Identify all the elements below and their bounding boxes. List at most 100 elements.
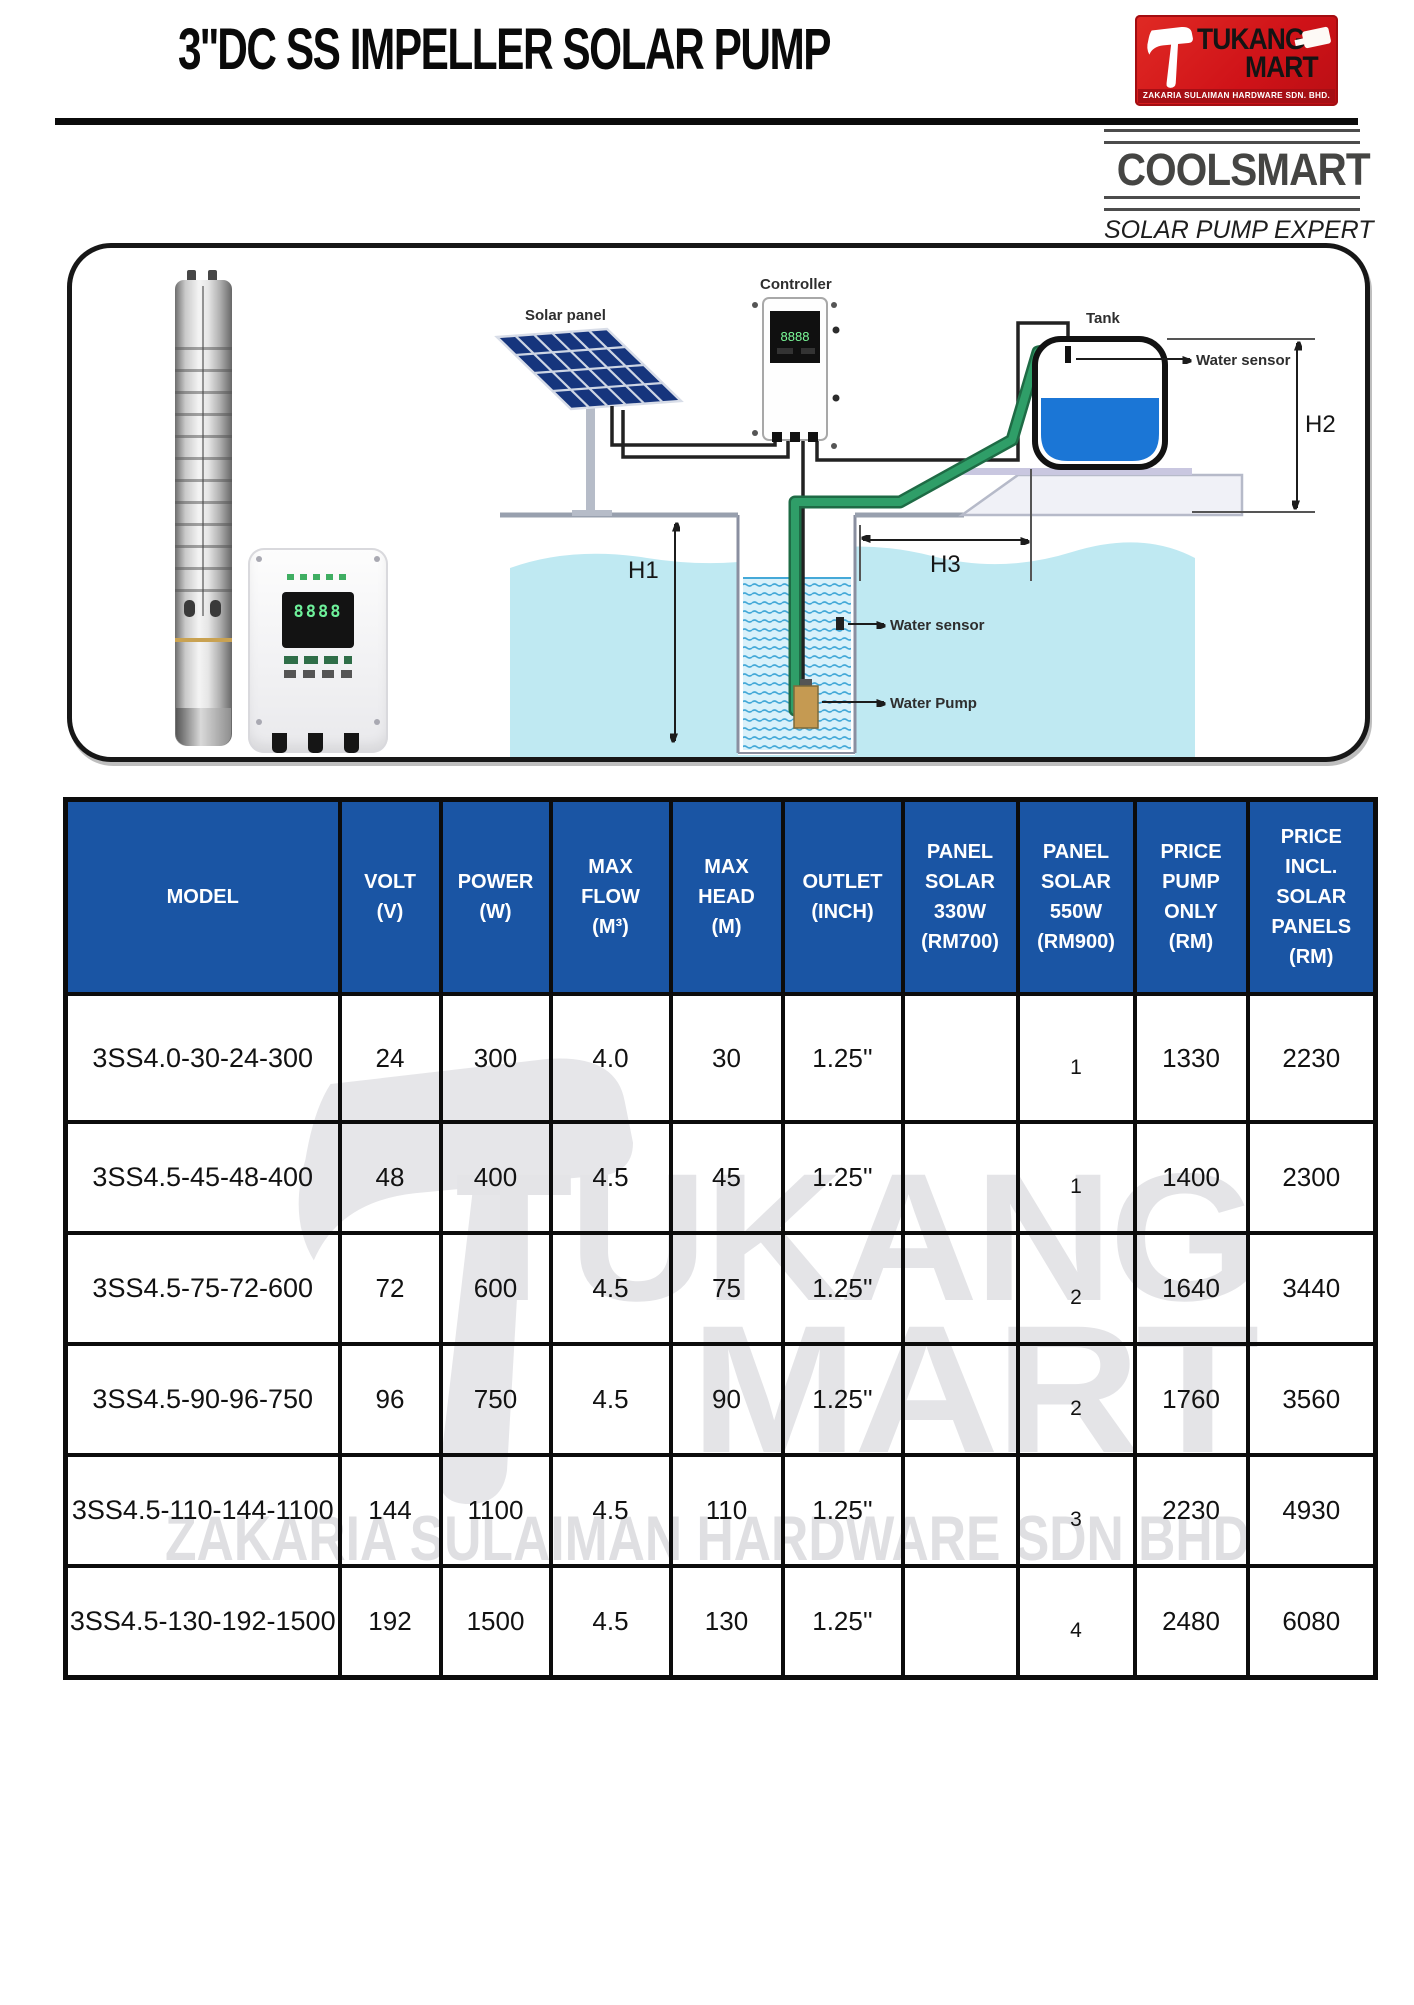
cell-panel-550: 2 — [1015, 1342, 1137, 1457]
tank-graphic — [1032, 336, 1168, 470]
h3-label: H3 — [930, 551, 961, 578]
table-row: 3SS4.5-75-72-600 72 600 4.5 75 1.25'' 2 … — [63, 1231, 1378, 1346]
cell-model: 3SS4.5-130-192-1500 — [63, 1564, 342, 1680]
solar-panel-label: Solar panel — [525, 307, 606, 324]
water-pump-label: Water Pump — [890, 695, 977, 712]
cell-price-incl: 3560 — [1245, 1342, 1378, 1457]
screw-icon — [256, 556, 262, 562]
pump-fitting — [187, 270, 196, 284]
cell-price-pump: 1640 — [1132, 1231, 1250, 1346]
title-underline — [55, 118, 1358, 125]
col-header-model: MODEL — [63, 797, 342, 996]
pump-motor-base — [176, 708, 231, 746]
cell-volt: 48 — [337, 1120, 443, 1235]
col-header-price-incl: PRICE INCL. SOLAR PANELS (RM) — [1245, 797, 1378, 996]
pump-product-photo — [175, 270, 232, 746]
cell-model: 3SS4.5-90-96-750 — [63, 1342, 342, 1457]
cell-price-incl: 2230 — [1245, 992, 1378, 1124]
cell-power: 1500 — [438, 1564, 553, 1680]
coolsmart-rule-top — [1104, 129, 1360, 144]
cell-power: 750 — [438, 1342, 553, 1457]
table-row: 3SS4.5-130-192-1500 192 1500 4.5 130 1.2… — [63, 1564, 1378, 1680]
cell-max-head: 130 — [668, 1564, 785, 1680]
cell-power: 600 — [438, 1231, 553, 1346]
cell-price-pump: 1760 — [1132, 1342, 1250, 1457]
tukang-logo-word-1: TUKANG — [1197, 23, 1306, 56]
pump-intake-slot — [184, 600, 195, 617]
cell-power: 1100 — [438, 1453, 553, 1568]
table-row: 3SS4.5-110-144-1100 144 1100 4.5 110 1.2… — [63, 1453, 1378, 1568]
cell-max-head: 75 — [668, 1231, 785, 1346]
cell-max-flow: 4.5 — [548, 1342, 673, 1457]
cell-panel-330 — [900, 1120, 1020, 1235]
cell-max-flow: 4.5 — [548, 1564, 673, 1680]
cell-outlet: 1.25'' — [780, 1231, 905, 1346]
cell-panel-330 — [900, 992, 1020, 1124]
installation-diagram: 8888 — [494, 276, 1336, 757]
tukang-logo-tagline: ZAKARIA SULAIMAN HARDWARE SDN. BHD. — [1138, 89, 1335, 103]
pump-intake-slot — [210, 600, 221, 617]
electric-wires — [610, 321, 1070, 688]
cell-panel-330 — [900, 1453, 1020, 1568]
cell-outlet: 1.25'' — [780, 1120, 905, 1235]
cell-price-pump: 2480 — [1132, 1564, 1250, 1680]
cell-power: 300 — [438, 992, 553, 1124]
cell-price-incl: 4930 — [1245, 1453, 1378, 1568]
cell-max-flow: 4.0 — [548, 992, 673, 1124]
pump-fitting — [208, 270, 217, 284]
tank-platform — [956, 468, 1244, 517]
col-header-panel-330w: PANEL SOLAR 330W (RM700) — [900, 797, 1020, 996]
tukang-logo-word-2: MART — [1245, 51, 1319, 84]
tank-label: Tank — [1086, 310, 1121, 327]
controller-graphic: 8888 — [752, 297, 840, 449]
cell-price-pump: 2230 — [1132, 1453, 1250, 1568]
well-pump-graphic — [793, 617, 844, 729]
h2-label: H2 — [1305, 411, 1336, 438]
col-header-price-pump: PRICE PUMP ONLY (RM) — [1132, 797, 1250, 996]
cell-panel-330 — [900, 1564, 1020, 1680]
water-sensor-well-label: Water sensor — [890, 617, 985, 634]
cell-price-pump: 1400 — [1132, 1120, 1250, 1235]
screw-icon — [256, 719, 262, 725]
page-title: 3''DC SS IMPELLER SOLAR PUMP — [178, 17, 832, 82]
cell-model: 3SS4.5-110-144-1100 — [63, 1453, 342, 1568]
dimension-lines — [859, 338, 1315, 581]
cell-panel-330 — [900, 1342, 1020, 1457]
cell-price-incl: 3440 — [1245, 1231, 1378, 1346]
controller-led-row — [287, 574, 349, 580]
cell-outlet: 1.25'' — [780, 1342, 905, 1457]
diagram-panel: 8888 — [67, 243, 1370, 762]
dimension-arrows — [675, 343, 1297, 741]
cell-price-incl: 6080 — [1245, 1564, 1378, 1680]
cell-panel-550: 1 — [1015, 1120, 1137, 1235]
cell-volt: 72 — [337, 1231, 443, 1346]
cell-power: 400 — [438, 1120, 553, 1235]
coolsmart-rule-bottom — [1104, 196, 1360, 211]
tukang-mart-logo: TUKANG MART ZAKARIA SULAIMAN HARDWARE SD… — [1135, 15, 1338, 106]
cell-price-pump: 1330 — [1132, 992, 1250, 1124]
screw-icon — [374, 556, 380, 562]
cell-model: 3SS4.0-30-24-300 — [63, 992, 342, 1124]
cell-volt: 144 — [337, 1453, 443, 1568]
cell-max-flow: 4.5 — [548, 1120, 673, 1235]
water-sensor-top-label: Water sensor — [1196, 352, 1291, 369]
col-header-max-head: MAX HEAD (M) — [668, 797, 785, 996]
tank-water-sensor-icon — [1065, 346, 1071, 363]
spec-table: MODEL VOLT (V) POWER (W) MAX FLOW (M³) M… — [63, 797, 1378, 1680]
coolsmart-name: COOLSMART — [1116, 144, 1371, 195]
cell-volt: 192 — [337, 1564, 443, 1680]
controller-plug — [308, 733, 323, 753]
cell-panel-550: 2 — [1015, 1231, 1137, 1346]
cell-volt: 96 — [337, 1342, 443, 1457]
cell-panel-330 — [900, 1231, 1020, 1346]
controller-display-digits: 8888 — [781, 329, 810, 344]
coolsmart-tagline: SOLAR PUMP EXPERT — [1104, 216, 1374, 244]
col-header-panel-550w: PANEL SOLAR 550W (RM900) — [1015, 797, 1137, 996]
cell-max-head: 45 — [668, 1120, 785, 1235]
cell-outlet: 1.25'' — [780, 992, 905, 1124]
controller-display: 8888 — [281, 592, 355, 648]
h1-label: H1 — [628, 557, 659, 584]
hammer-icon — [1147, 26, 1193, 88]
cell-max-head: 90 — [668, 1342, 785, 1457]
controller-plug — [344, 733, 359, 753]
